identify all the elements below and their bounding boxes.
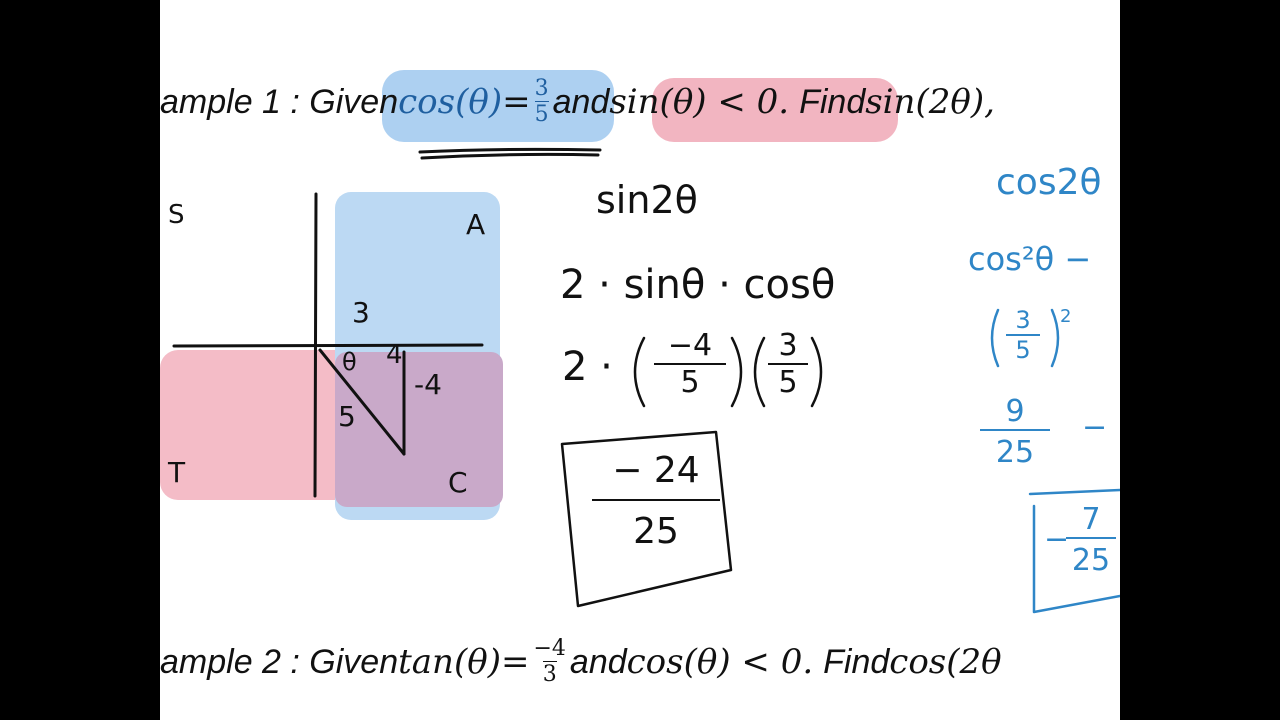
sin-answer: − 24 25 [592, 450, 720, 552]
example-1-fraction: 3 5 [534, 76, 549, 127]
example-1-statement: ample 1 : Given cos(θ) = 3 5 and sin(θ) … [160, 72, 995, 132]
sin-work-step1: 2 · sinθ · cosθ [560, 262, 836, 308]
example-2-statement: ample 2 : Given tan(θ) = −4 3 and cos(θ)… [160, 632, 1002, 692]
cos-work-step1: cos²θ − [968, 240, 1092, 278]
paren-cos-left [990, 308, 1000, 368]
sin-frac2-num: 3 [778, 328, 798, 363]
cos-step3-num: 9 [1005, 394, 1025, 429]
example-2-fraction: −4 3 [533, 637, 565, 687]
cos-answer-fraction: 7 25 [1066, 502, 1116, 578]
example-2-frac-num: −4 [533, 636, 566, 661]
example-1-prefix: ample 1 : Given [160, 82, 399, 121]
sin-answer-den: 25 [592, 499, 720, 552]
paren-f2-right [810, 336, 823, 408]
example-1-and: and [552, 82, 610, 121]
whiteboard: ample 1 : Given cos(θ) = 3 5 and sin(θ) … [160, 0, 1120, 720]
cos-answer-box [1028, 488, 1120, 614]
triangle-label-4: 4 [386, 340, 403, 370]
quadrant-label-c: C [448, 466, 468, 499]
sin-frac1-den: 5 [654, 363, 726, 400]
cos-answer-num: 7 [1081, 502, 1101, 537]
quadrant-label-s: S [168, 200, 185, 230]
paren-f1-left [633, 336, 646, 408]
sin-work-title: sin2θ [596, 178, 698, 222]
cos-step2-exponent: 2 [1060, 306, 1072, 327]
triangle-label-theta: θ [342, 348, 357, 376]
cos-underline [418, 147, 602, 160]
cos-step2-den: 5 [1006, 334, 1040, 364]
quadrant-label-a: A [466, 208, 486, 241]
sin-frac1-num: −4 [667, 328, 713, 363]
example-2-cos: cos(θ) < 0. [626, 642, 814, 682]
highlight-cos-blue [382, 70, 614, 142]
paren-cos-right [1050, 308, 1060, 368]
highlight-sin-pink [652, 78, 898, 142]
example-1-cos: cos(θ) [398, 82, 503, 122]
example-2-frac-den: 3 [542, 661, 557, 687]
triangle-label-neg4: -4 [414, 368, 442, 401]
example-1-find: Find [799, 82, 866, 121]
example-1-equals: = [502, 82, 531, 122]
example-2-tail: cos(2θ [889, 642, 1002, 682]
paren-f2-left [753, 336, 766, 408]
example-1-frac-num: 3 [534, 76, 549, 101]
example-1-sin: sin(θ) < 0. [609, 82, 790, 122]
highlight-quadrant-overlap [335, 352, 503, 507]
cos-fraction-step3: 9 25 [980, 394, 1050, 470]
triangle-hypotenuse [318, 348, 406, 456]
example-2-equals: = [500, 642, 530, 682]
example-2-tan: tan(θ) [398, 642, 501, 682]
quadrant-label-t: T [168, 456, 186, 489]
cos-step3-den: 25 [980, 429, 1050, 470]
cos-fraction-step2: 3 5 [1006, 306, 1040, 364]
cos-work-title: cos2θ [996, 162, 1102, 203]
cos-answer-den: 25 [1066, 537, 1116, 578]
answer-box [560, 430, 733, 608]
x-axis [172, 343, 484, 348]
example-2-and: and [569, 642, 627, 681]
cos-answer-sign: − [1044, 522, 1070, 557]
example-2-prefix: ample 2 : Given [160, 642, 399, 681]
cos-step2-num: 3 [1015, 306, 1031, 334]
sin-answer-num: − 24 [612, 450, 700, 491]
triangle-label-3: 3 [352, 296, 370, 329]
example-1-frac-den: 5 [534, 101, 549, 127]
sin-frac2-den: 5 [768, 363, 808, 400]
sin-fraction-1: −4 5 [654, 328, 726, 400]
cos-step3-operator: − [1082, 410, 1108, 445]
ink-strokes [172, 147, 1120, 614]
sin-work-step2-lead: 2 · [562, 344, 613, 390]
triangle-label-5: 5 [338, 400, 356, 433]
example-1-tail: sin(2θ), [865, 82, 995, 122]
example-2-find: Find [823, 642, 890, 681]
paren-f1-right [730, 336, 743, 408]
sin-fraction-2: 3 5 [768, 328, 808, 400]
